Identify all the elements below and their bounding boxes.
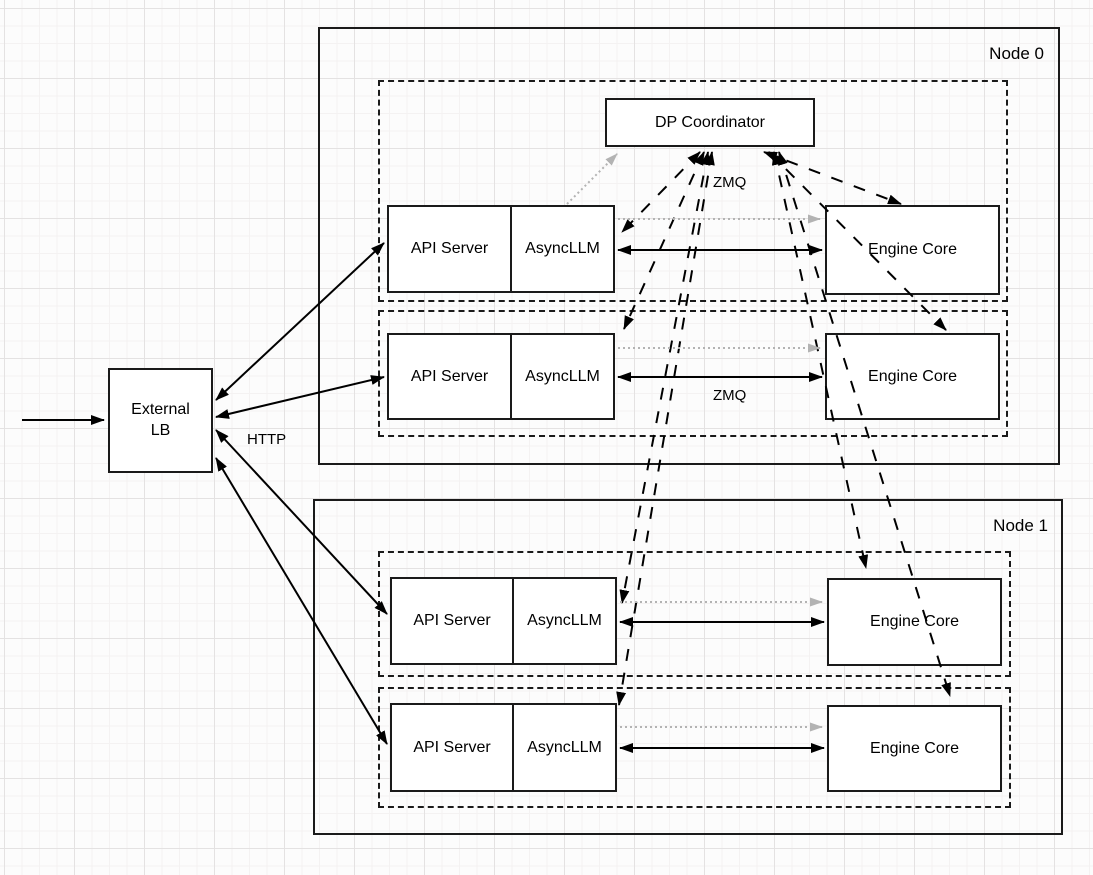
node1-row1-api-server-cell: API Server	[392, 705, 514, 790]
node0-row1-engine-core-label: Engine Core	[868, 367, 957, 385]
node0-row0-engine-core-label: Engine Core	[868, 241, 957, 258]
zmq-label-mid: ZMQ	[713, 387, 747, 404]
http-label: HTTP	[247, 431, 287, 448]
node1-row0-engine-core-box: Engine Core	[827, 578, 1002, 666]
node0-row0-api-async-box: API Server AsyncLLM	[387, 205, 615, 293]
node0-row1-asyncllm-cell: AsyncLLM	[525, 367, 600, 385]
node1-row1-asyncllm-cell: AsyncLLM	[527, 738, 602, 756]
node1-label: Node 1	[993, 516, 1048, 535]
node1-row0-api-async-box: API Server AsyncLLM	[390, 577, 617, 665]
node1-row1-api-async-box: API Server AsyncLLM	[390, 703, 617, 792]
zmq-label-top: ZMQ	[713, 174, 747, 191]
node1-row0-engine-core-label: Engine Core	[870, 613, 959, 630]
node0-row0-asyncllm-cell: AsyncLLM	[525, 240, 600, 257]
node1-row1-engine-core-label: Engine Core	[870, 739, 959, 757]
node1-row0-asyncllm-cell: AsyncLLM	[527, 612, 602, 629]
node0-row1-engine-core-box: Engine Core	[825, 333, 1000, 420]
node1-row1-engine-core-box: Engine Core	[827, 705, 1002, 792]
node0-row1-api-async-box: API Server AsyncLLM	[387, 333, 615, 420]
external-lb-box: External LB	[108, 368, 213, 473]
node0-row0-api-server-cell: API Server	[389, 207, 512, 291]
dp-coordinator-label: DP Coordinator	[655, 113, 765, 131]
node1-row0-api-server-cell: API Server	[392, 579, 514, 663]
external-lb-label-line2: LB	[150, 421, 171, 439]
dp-coordinator-box: DP Coordinator	[605, 98, 815, 147]
node0-row0-engine-core-box: Engine Core	[825, 205, 1000, 295]
node0-label: Node 0	[989, 44, 1044, 63]
external-lb-label-line1: External	[131, 400, 190, 418]
node0-row1-api-server-cell: API Server	[389, 335, 512, 418]
external-lb-label: External LB	[131, 400, 190, 442]
